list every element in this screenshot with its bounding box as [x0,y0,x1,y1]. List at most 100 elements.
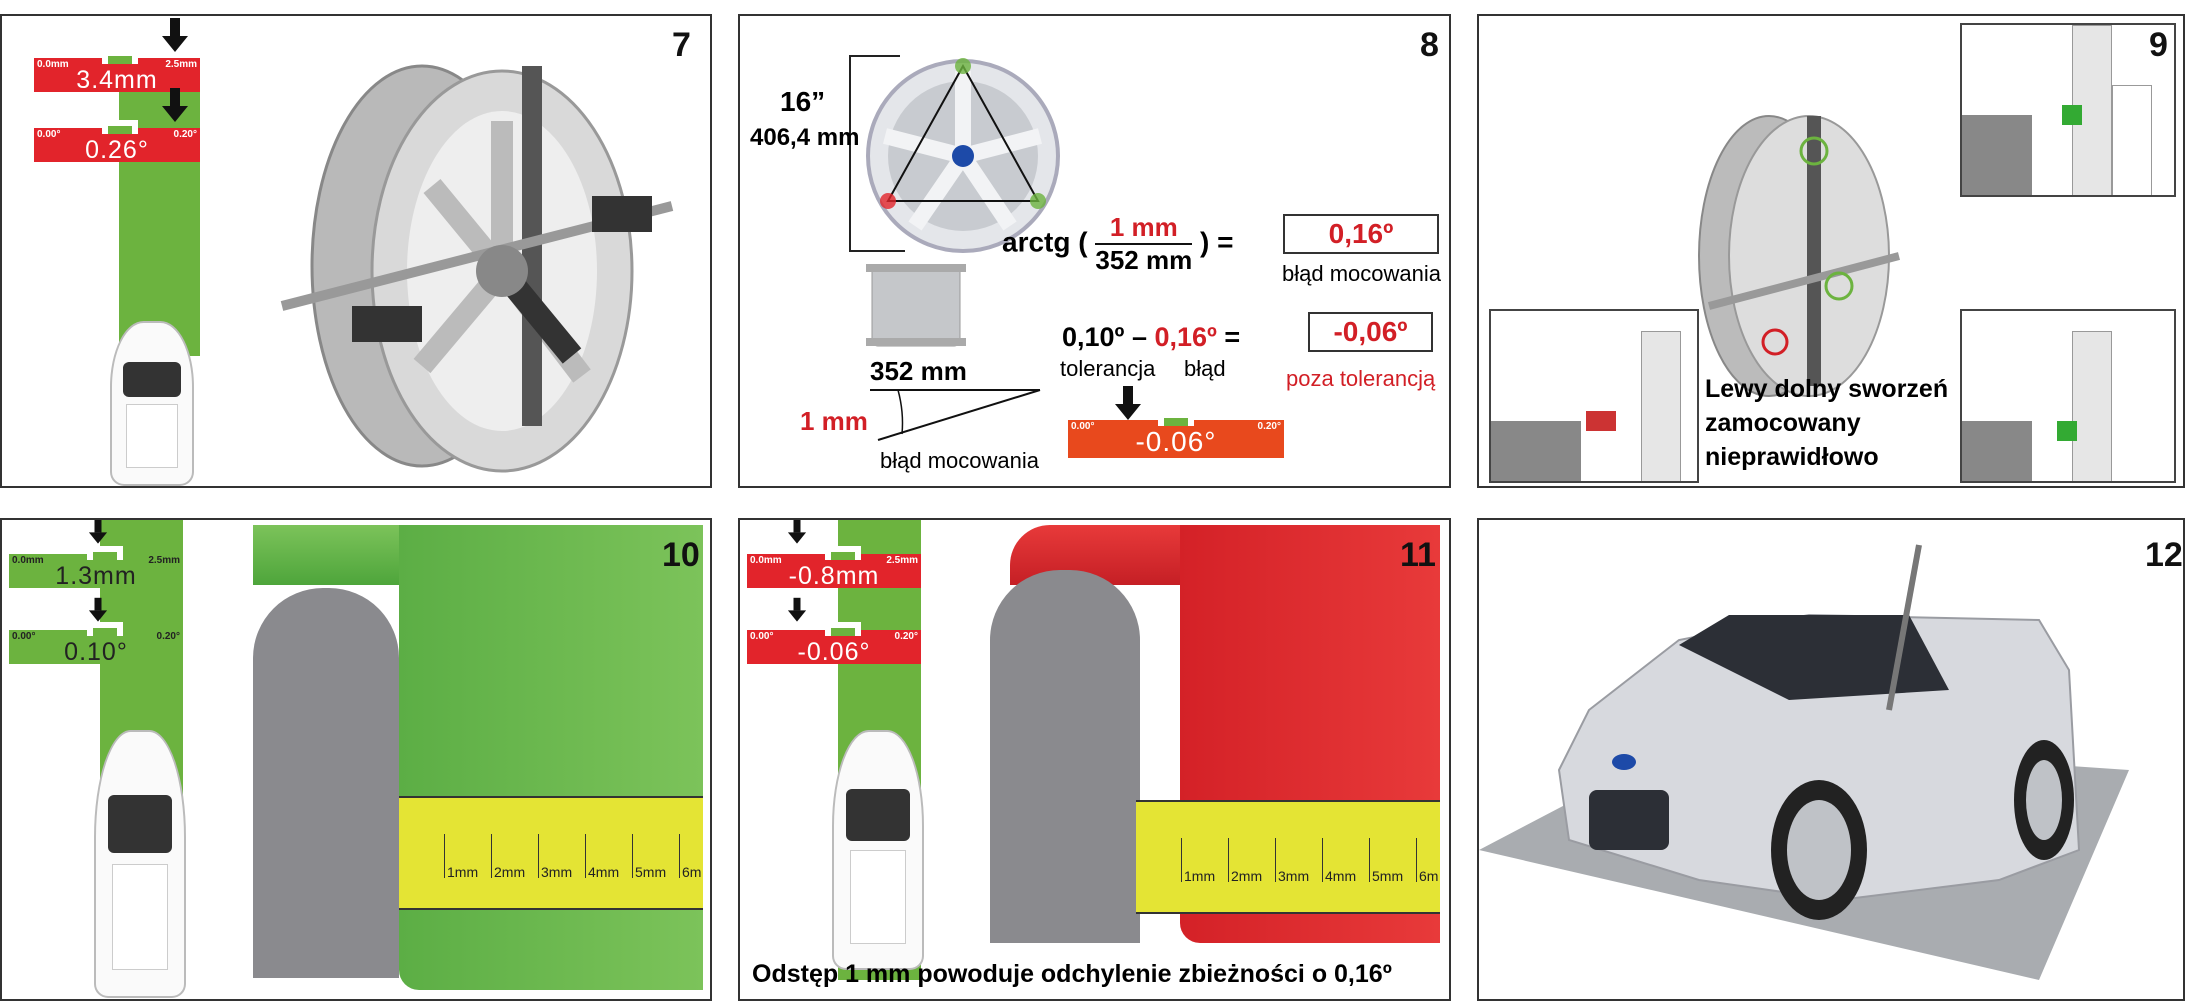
caption-line: Lewy dolny sworzeń [1705,375,1949,403]
caption-line: nieprawidłowo [1705,443,1879,471]
toe-angle-gauge: 0.00° 0.20° 0.10° [9,622,183,666]
arrow-down-icon [88,597,108,622]
wheel-diameter: 406,4 mm [750,124,860,151]
car-top-view [832,730,924,970]
gauge-min: 0.0mm [37,59,69,70]
ruler-tick-label: 3mm [1275,838,1309,884]
ruler-tick-label: 4mm [1322,838,1356,884]
out-of-tolerance-label: poza tolerancją [1286,366,1436,391]
gauge-value: -0.06° [797,638,871,666]
arrow-down-icon [162,18,188,52]
inset-bottom-left [1489,309,1699,483]
panel-number: 8 [1420,26,1439,64]
gauge-max: 2.5mm [148,555,180,566]
formula-tolerance: 0,10º – 0,16º = [1062,322,1240,353]
tire [253,588,399,978]
wheel-size: 16” [780,86,826,117]
ruler: 1mm 2mm 3mm 4mm 5mm 6m [399,796,703,910]
panel-number: 9 [2149,26,2168,64]
gauge-min: 0.00° [37,129,61,140]
tolerance-value: 0,10º [1062,322,1125,352]
formula-arctg: arctg ( 1 mm 352 mm ) = [1002,212,1234,275]
formula-denominator: 352 mm [1095,245,1193,275]
gauge-value: -0.8mm [788,562,880,590]
gauge-min: 0.00° [750,631,774,642]
arrow-down-icon [162,88,188,122]
gauge-max: 0.20° [173,129,197,140]
panel-10: 10 0.0mm 2.5mm 1.3mm 0.00° 0.20° 0.10° 1… [0,518,712,1001]
panel-number: 10 [662,536,700,574]
result-label-1: błąd mocowania [1282,261,1441,286]
gauge-min: 0.0mm [750,555,782,566]
toe-angle-gauge: 0.00° 0.20° 0.26° [34,120,200,164]
caption: Odstęp 1 mm powoduje odchylenie zbieżnoś… [752,960,1392,988]
arrow-down-icon [88,520,108,544]
ruler-tick-label: 5mm [1369,838,1403,884]
ruler-tick-label: 4mm [585,834,619,880]
ruler-tick-label: 1mm [444,834,478,880]
panel-7: 7 0.0mm 2.5mm 3.4mm 0.00° 0.20° 0.26° [0,14,712,488]
inset-bottom-right [1960,309,2176,483]
gauge-value: -0.06° [1135,426,1217,457]
mount-error-label: błąd mocowania [880,448,1039,473]
gauge-min: 0.00° [12,631,36,642]
wheel-face-illustration [849,55,1060,253]
gauge-value: 3.4mm [76,66,158,94]
gauge-max: 0.20° [894,631,918,642]
caption-line: zamocowany [1705,409,1861,437]
minus-sign: – [1131,322,1147,352]
arrow-down-icon [787,520,807,544]
car-top-view [94,730,186,998]
panel-9: 9 Lewy dolny sworzeń zamocowany nieprawi… [1477,14,2185,488]
gauge-min: 0.0mm [12,555,44,566]
tire [990,570,1140,943]
toe-mm-gauge: 0.0mm 2.5mm 3.4mm [34,50,200,94]
gauge-max: 2.5mm [886,555,918,566]
toe-angle-gauge: 0.00° 0.20° -0.06° [747,622,921,666]
panel-11: 11 0.0mm 2.5mm -0.8mm 0.00° 0.20° -0.06°… [738,518,1451,1001]
panel-number: 7 [672,26,691,64]
rim-width: 352 mm [870,356,967,386]
gauge-max: 0.20° [1257,421,1281,432]
panel-8: 8 16” 406,4 mm 352 mm 1 mm błąd mocowani… [738,14,1451,488]
car-top-view [110,321,194,486]
toe-mm-gauge: 0.0mm 2.5mm 1.3mm [9,546,183,590]
tolerance-label: tolerancja [1060,356,1156,381]
rim-side-illustration [866,264,966,347]
offset-label: 1 mm [800,406,868,436]
ruler-tick-label: 5mm [632,834,666,880]
ruler-tick-label: 1mm [1181,838,1215,884]
panel-number: 12 [2145,536,2183,574]
result-box-2: -0,06º [1308,312,1433,352]
ruler-tick-label: 2mm [1228,838,1262,884]
formula-numerator: 1 mm [1095,212,1193,245]
car-on-platform-illustration [1479,544,2129,980]
inset-top-right [1960,23,2176,197]
formula-func: arctg [1002,226,1071,258]
gauge-max: 2.5mm [165,59,197,70]
gauge-value: 0.10° [64,638,128,666]
ruler-tick-label: 3mm [538,834,572,880]
ruler-tick-label: 6m [1416,838,1438,884]
ruler: 1mm 2mm 3mm 4mm 5mm 6m [1136,800,1440,914]
angle-diagram [870,389,1041,441]
caption: Lewy dolny sworzeń zamocowany nieprawidł… [1705,372,1948,474]
result-box-1: 0,16º [1283,214,1439,254]
toe-mm-gauge: 0.0mm 2.5mm -0.8mm [747,546,921,590]
arrow-down-icon [1115,386,1141,420]
panel-12: 12 [1477,518,2185,1001]
ruler-tick-label: 6m [679,834,701,880]
wheel-with-clamp-illustration [1698,115,1901,397]
equals-sign: = [1217,226,1234,258]
error-value: 0,16º [1154,322,1217,352]
clamp-body-green [399,525,703,990]
panel-number: 11 [1400,536,1436,574]
gauge-value: 0.26° [85,136,149,164]
gauge-max: 0.20° [156,631,180,642]
equals-sign: = [1224,322,1241,352]
gauge-min: 0.00° [1071,421,1095,432]
wheel-with-clamp-illustration [280,64,674,473]
arrow-down-icon [787,597,807,622]
error-label: błąd [1184,356,1226,381]
gauge-value: 1.3mm [55,562,137,590]
